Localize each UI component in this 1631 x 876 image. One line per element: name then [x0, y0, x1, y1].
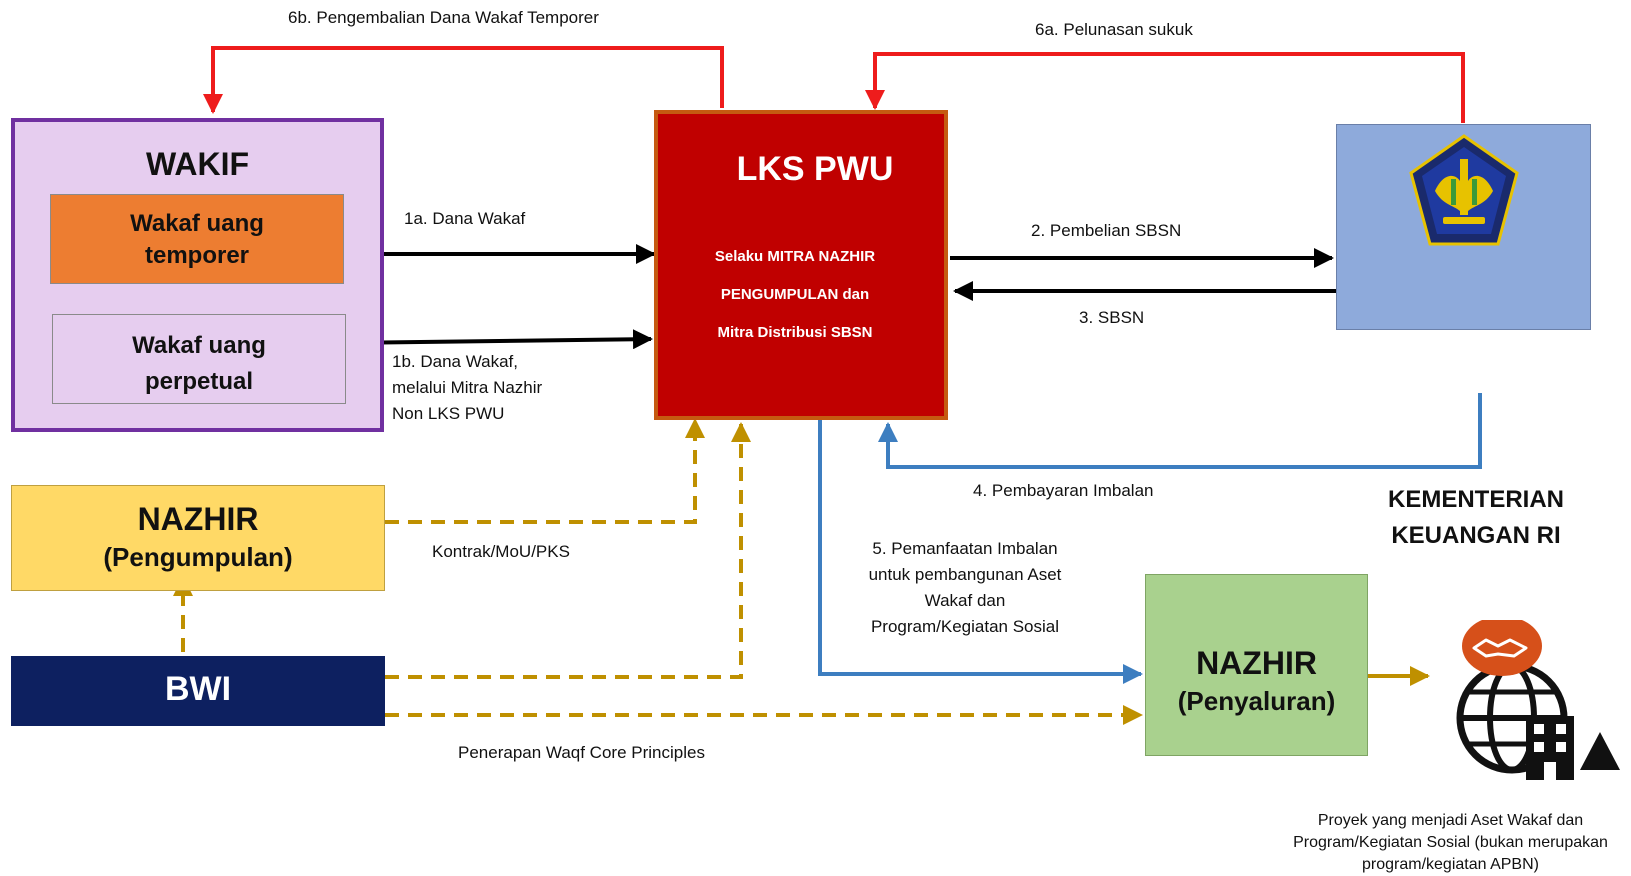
kemenkeu-emblem-icon: [1405, 133, 1523, 249]
wakaf-perpetual-label: Wakaf uang perpetual: [52, 328, 346, 400]
wakaf-temporer-line-2: temporer: [144, 242, 250, 269]
kemenkeu-label: KEMENTERIAN KEUANGAN RI: [1346, 482, 1606, 554]
edge-1b-line-2: melalui Mitra Nazhir: [392, 378, 543, 397]
edge-kontrak-label: Kontrak/MoU/PKS: [432, 542, 570, 561]
project-caption: Proyek yang menjadi Aset Wakaf dan Progr…: [1270, 810, 1631, 876]
edge-1b-arrow: [346, 329, 653, 350]
handshake-globe-building-icon: [1440, 616, 1631, 780]
wakif-title: WAKIF: [145, 146, 250, 182]
edge-5-arrow: [818, 420, 1143, 684]
edge-kontrak-arrow: [385, 418, 705, 524]
edge-wcp-label: Penerapan Waqf Core Principles: [458, 743, 705, 762]
lks-subtitle-line-1: Selaku MITRA NAZHIR: [714, 248, 876, 265]
edge-4-arrow: [878, 393, 1482, 469]
edge-6b-arrow: [203, 46, 724, 114]
bwi-box: [11, 656, 385, 726]
kemenkeu-label-line-1: KEMENTERIAN: [1387, 486, 1564, 513]
edge-5-line-3: Wakaf dan: [924, 591, 1006, 610]
edge-1a-label: 1a. Dana Wakaf: [404, 209, 526, 228]
edge-6a-arrow: [865, 52, 1465, 123]
project-caption-line-2: Program/Kegiatan Sosial (bukan merupakan: [1293, 834, 1608, 851]
edge-5-line-1: 5. Pemanfaatan Imbalan: [872, 539, 1058, 558]
edge-4-label: 4. Pembayaran Imbalan: [973, 481, 1154, 500]
edge-6a-label: 6a. Pelunasan sukuk: [1035, 20, 1193, 39]
nazhir-penyaluran-title: NAZHIR: [1196, 645, 1317, 681]
edge-1b-label: 1b. Dana Wakaf, melalui Mitra Nazhir Non…: [392, 349, 542, 427]
nazhir-pengumpulan-subtitle: (Pengumpulan): [103, 542, 293, 572]
edge-3-label: 3. SBSN: [1079, 308, 1145, 327]
nazhir-pengumpulan-box: [11, 485, 385, 591]
kemenkeu-label-line-2: KEUANGAN RI: [1391, 522, 1561, 549]
lks-subtitle-line-3: Mitra Distribusi SBSN: [717, 324, 873, 341]
lks-pwu-title: LKS PWU: [736, 150, 894, 188]
wakaf-temporer-label: Wakaf uang temporer: [50, 208, 344, 272]
project-caption-line-1: Proyek yang menjadi Aset Wakaf dan: [1317, 812, 1584, 829]
edge-5-label: 5. Pemanfaatan Imbalan untuk pembangunan…: [850, 536, 1080, 640]
lks-subtitle-line-2: PENGUMPULAN dan: [720, 286, 870, 303]
edge-5-line-2: untuk pembangunan Aset: [868, 565, 1062, 584]
nazhir-pengumpulan-label: NAZHIR (Pengumpulan): [11, 498, 385, 574]
project-caption-line-3: program/kegiatan APBN): [1362, 856, 1539, 873]
lks-pwu-box: [654, 110, 948, 420]
edge-2-label: 2. Pembelian SBSN: [1031, 221, 1182, 240]
edge-1b-line-3: Non LKS PWU: [392, 404, 505, 423]
wakaf-temporer-box: [50, 194, 344, 284]
wakaf-perpetual-box: [52, 314, 346, 404]
edge-bwi-lks-arrow: [385, 422, 751, 679]
nazhir-pengumpulan-title: NAZHIR: [137, 501, 259, 537]
lks-pwu-subtitle: Selaku MITRA NAZHIR PENGUMPULAN dan Mitr…: [660, 238, 930, 352]
edge-5-line-4: Program/Kegiatan Sosial: [870, 617, 1060, 636]
edge-1b-line-1: 1b. Dana Wakaf,: [392, 352, 518, 371]
wakaf-perpetual-line-1: Wakaf uang: [132, 332, 266, 359]
edge-6b-label: 6b. Pengembalian Dana Wakaf Temporer: [288, 8, 599, 27]
wakaf-temporer-line-1: Wakaf uang: [130, 210, 264, 237]
bwi-title: BWI: [164, 670, 232, 708]
nazhir-penyaluran-label: NAZHIR (Penyaluran): [1145, 643, 1368, 719]
wakaf-perpetual-line-2: perpetual: [144, 368, 254, 395]
nazhir-penyaluran-box: [1145, 574, 1368, 756]
nazhir-penyaluran-subtitle: (Penyaluran): [1177, 686, 1336, 716]
